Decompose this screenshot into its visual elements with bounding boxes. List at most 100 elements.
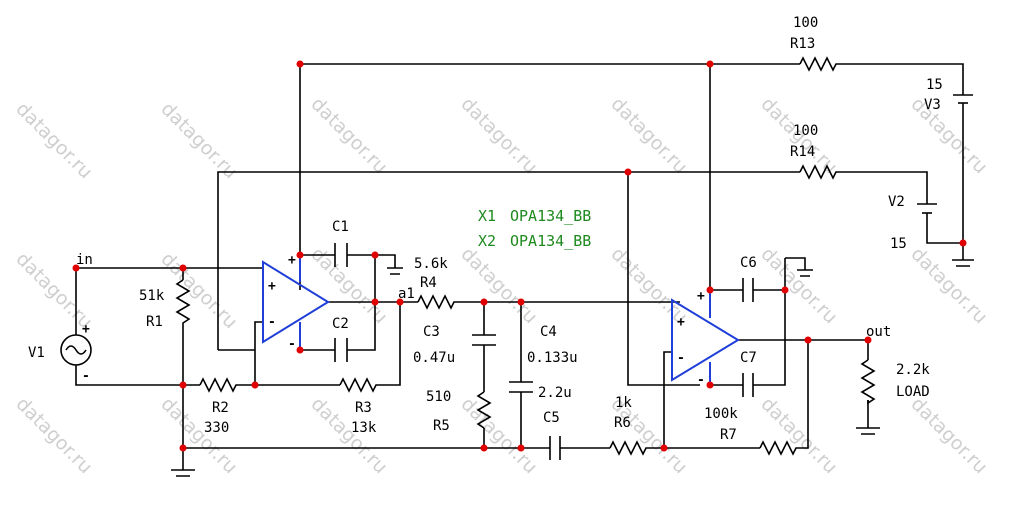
watermark: datagor.ru: [156, 98, 241, 183]
voltage-source-v1: + -: [60, 322, 92, 384]
watermark: datagor.ru: [906, 393, 991, 478]
node-dot: [72, 264, 80, 272]
noninv-sign: +: [677, 315, 685, 330]
watermark: datagor.ru: [11, 98, 96, 183]
capacitor-c2: [334, 338, 348, 362]
c2-name: C2: [332, 316, 349, 332]
watermark: datagor.ru: [606, 93, 691, 178]
ground-icon: [797, 269, 813, 277]
v1-minus-sign: -: [82, 369, 90, 384]
resistors: [175, 56, 876, 456]
node-dot: [804, 336, 812, 344]
model-x1-name: OPA134_BB: [510, 207, 591, 225]
r14-value: 100: [793, 123, 818, 139]
node-dot: [396, 298, 404, 306]
vplus-sign: +: [288, 253, 296, 268]
ground-icon: [856, 427, 880, 435]
r4-name: R4: [420, 275, 437, 291]
load-value: 2.2k: [896, 362, 930, 378]
resistor-r6: [609, 440, 650, 456]
battery-v2: [917, 203, 937, 214]
node-dot: [959, 239, 967, 247]
node-dot: [296, 346, 304, 354]
r13-name: R13: [790, 36, 815, 52]
node-dot: [517, 298, 525, 306]
c6-name: C6: [740, 255, 757, 271]
r3-name: R3: [355, 400, 372, 416]
watermark: datagor.ru: [456, 243, 541, 328]
wire: [217, 171, 963, 351]
node-dot: [179, 264, 187, 272]
c4-name: C4: [540, 324, 557, 340]
capacitor-c4: [509, 381, 533, 393]
vminus-sign: -: [288, 337, 296, 352]
capacitor-c7: [742, 373, 754, 397]
watermark: datagor.ru: [156, 248, 241, 333]
resistor-r4: [417, 294, 460, 310]
resistor-r14: [799, 164, 840, 180]
watermark: datagor.ru: [756, 243, 841, 328]
wires: [75, 63, 964, 470]
resistor-r2: [199, 377, 240, 393]
wire: [183, 340, 809, 449]
r5-value: 510: [426, 389, 451, 405]
resistor-r13: [799, 56, 840, 72]
junction-dots: [72, 60, 967, 452]
ground-icon: [387, 267, 403, 275]
resistor-r5: [476, 391, 492, 429]
node-dot: [296, 60, 304, 68]
v2-value: 15: [890, 236, 907, 252]
watermark: datagor.ru: [306, 393, 391, 478]
node-dot: [706, 286, 714, 294]
node-dot: [517, 444, 525, 452]
node-a1-label: a1: [398, 286, 415, 302]
node-dot: [624, 168, 632, 176]
v3-value: 15: [926, 77, 943, 93]
node-dot: [371, 251, 379, 259]
wire: [663, 351, 672, 448]
watermark-layer: datagor.ru datagor.ru datagor.ru datagor…: [11, 93, 991, 478]
wire: [375, 254, 396, 268]
wire: [300, 302, 376, 351]
noninv-sign: +: [268, 279, 276, 294]
c5-name: C5: [543, 410, 560, 426]
r7-value: 100k: [704, 406, 738, 422]
r14-name: R14: [790, 144, 815, 160]
r6-name: R6: [614, 415, 631, 431]
resistor-r1: [175, 279, 191, 325]
resistor-r7: [759, 440, 800, 456]
model-x2-name: OPA134_BB: [510, 232, 591, 250]
load-name: LOAD: [896, 384, 930, 400]
c1-name: C1: [332, 219, 349, 235]
resistor-load: [860, 359, 876, 405]
battery-v3: [953, 94, 973, 104]
node-dot: [660, 444, 668, 452]
watermark: datagor.ru: [306, 93, 391, 178]
r4-value: 5.6k: [414, 256, 448, 272]
inv-sign: -: [268, 315, 276, 330]
c4-value: 0.133u: [527, 350, 578, 366]
wire: [738, 339, 869, 428]
capacitor-c6: [742, 278, 754, 302]
watermark: datagor.ru: [906, 243, 991, 328]
wire: [710, 340, 786, 386]
vplus-sign: +: [697, 289, 705, 304]
node-dot: [371, 298, 379, 306]
watermark: datagor.ru: [456, 393, 541, 478]
capacitor-c5: [549, 436, 561, 460]
wire: [254, 321, 263, 385]
opamp-x2: + - + -: [671, 289, 740, 388]
resistor-r3: [339, 377, 380, 393]
r1-value: 51k: [139, 288, 165, 304]
node-dot: [251, 381, 259, 389]
node-out-label: out: [866, 324, 891, 340]
node-dot: [480, 298, 488, 306]
model-x2-ref: X2: [478, 232, 496, 250]
node-dot: [480, 444, 488, 452]
r3-value: 13k: [351, 420, 377, 436]
r13-value: 100: [793, 15, 818, 31]
r1-name: R1: [146, 314, 163, 330]
capacitor-c1: [334, 243, 348, 267]
capacitor-c3: [472, 334, 496, 346]
